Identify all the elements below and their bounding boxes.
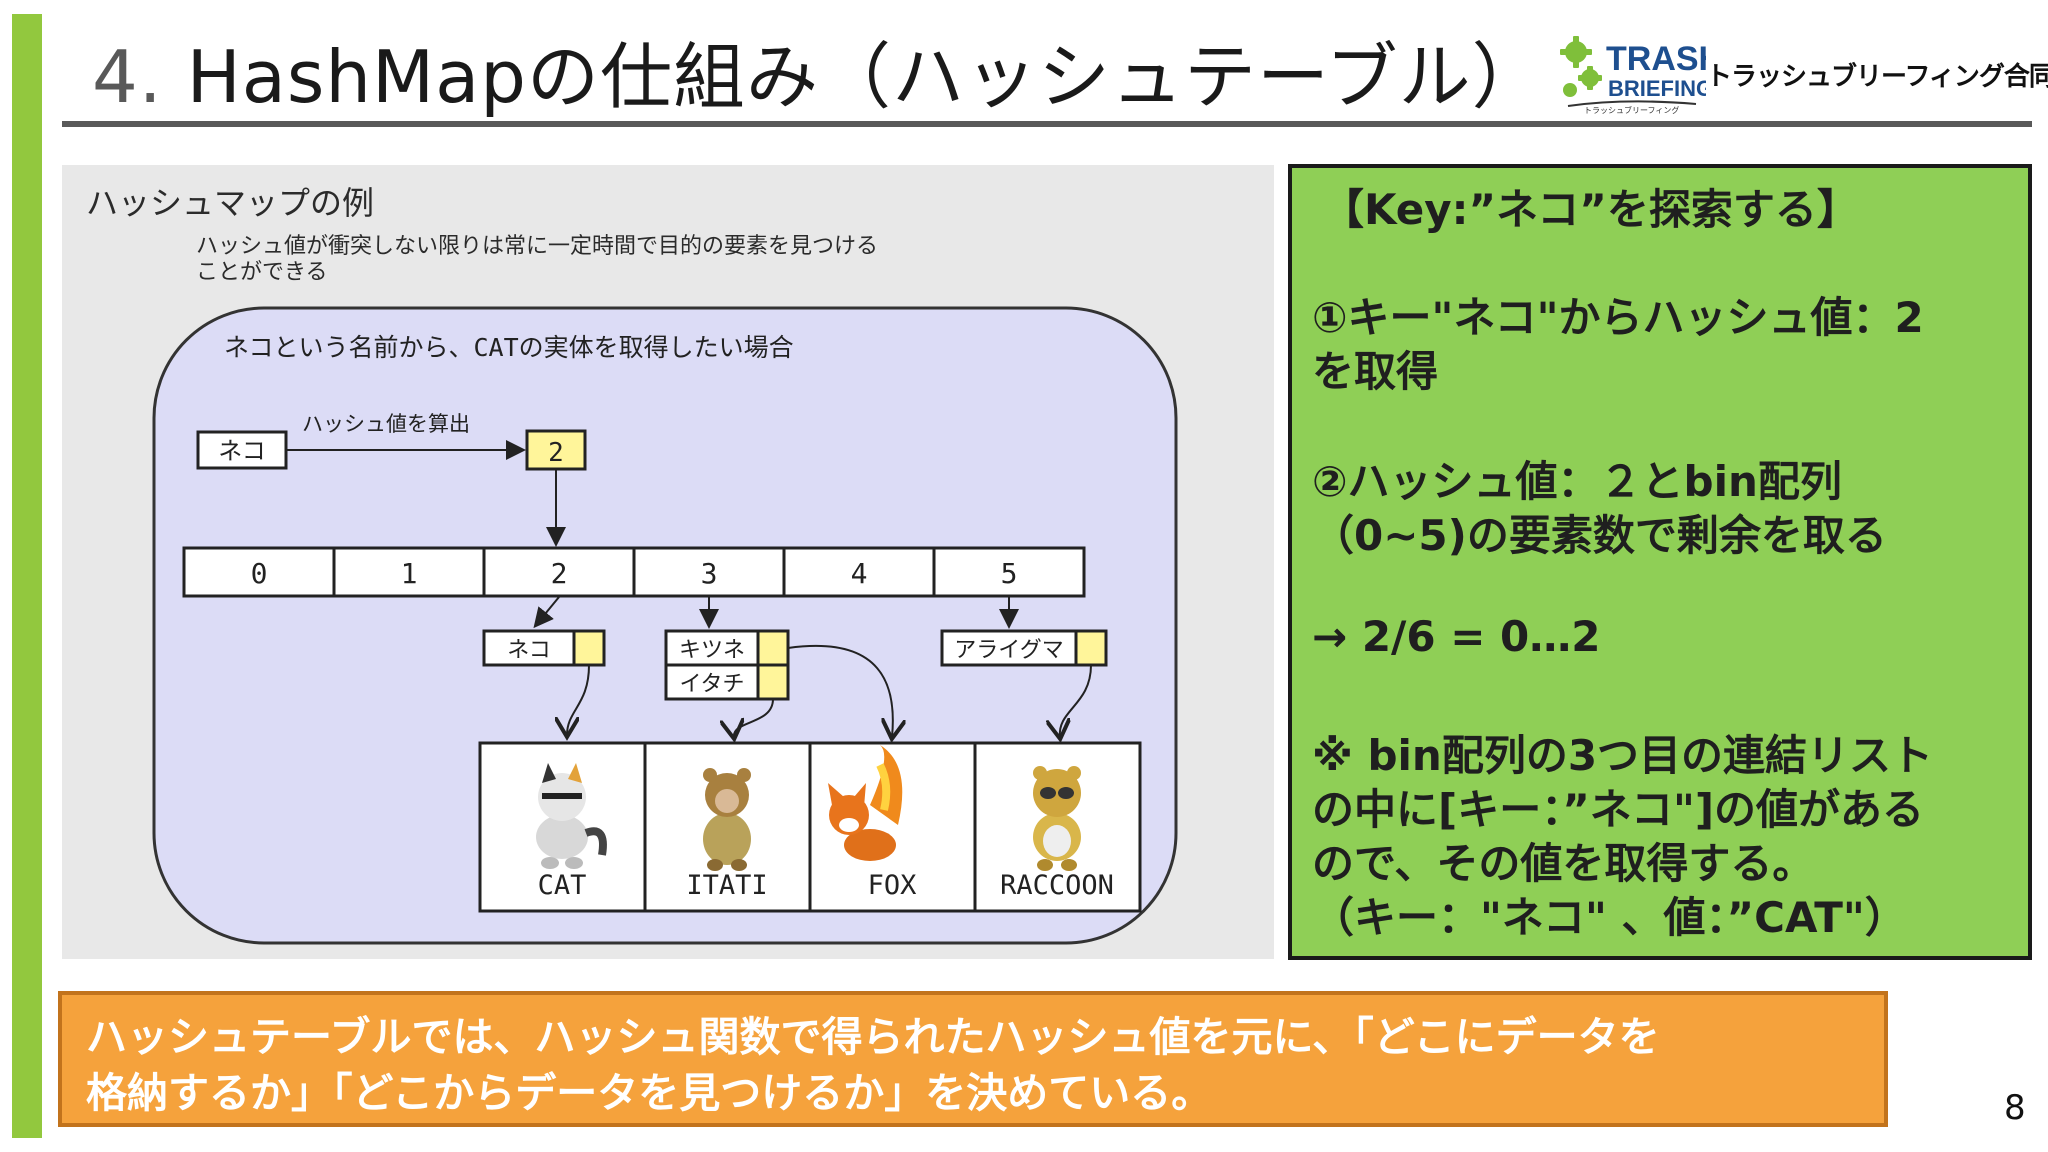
bin-array [182, 546, 1086, 598]
input-key-label: ネコ [218, 437, 266, 465]
bin-cell [932, 546, 1086, 598]
figure-subtitle-line1: ハッシュ値が衝突しない限りは常に一定時間で目的の要素を見つける [196, 234, 879, 259]
raccoon-icon [1033, 766, 1081, 871]
bin-index-label: 2 [551, 557, 568, 590]
entry-key-label: イタチ [679, 672, 744, 697]
bin-index-label: 4 [851, 557, 868, 590]
bin-cell [482, 546, 636, 598]
input-key-box [196, 430, 288, 470]
explanation-note-line4: （キー："ネコ" 、値：”CAT"） [1312, 893, 1907, 942]
logo-word-briefing: BRIEFING [1608, 76, 1706, 101]
fox-icon [828, 745, 903, 861]
logo-tagline: トラッシュブリーフィング [1584, 105, 1679, 114]
diagram-caption: ネコという名前から、CATの実体を取得したい場合 [224, 333, 794, 362]
company-name: トラッシュブリーフィング合同会社 [1706, 62, 2048, 92]
slide-title-text: HashMapの仕組み（ハッシュテーブル） [186, 35, 1545, 119]
explanation-step2-line2: （0~5)の要素数で剰余を取る [1312, 511, 1887, 560]
cat-icon [536, 763, 607, 869]
slide-title-number: 4. [92, 35, 163, 119]
object-label: FOX [868, 870, 917, 901]
entry-key-label: アライグマ [954, 638, 1064, 663]
explanation-note-line1: ※ bin配列の3つ目の連結リスト [1312, 731, 1934, 780]
company-logo: TRASH BRIEFING トラッシュブリーフィング トラッシュブリーフィング… [1556, 30, 2048, 114]
slide-title: 4. HashMapの仕組み（ハッシュテーブル） [92, 18, 1545, 123]
hash-value-label: 2 [548, 438, 564, 468]
accent-bar [12, 14, 42, 1138]
explanation-note-line3: ので、その値を取得する。 [1312, 839, 1815, 888]
figure-subtitle-line2: ことができる [196, 260, 328, 285]
hash-arrow-label: ハッシュ値を算出 [302, 412, 470, 436]
object-label: RACCOON [1000, 870, 1114, 901]
logo-word-trash: TRASH [1606, 40, 1706, 78]
explanation-calc: → 2/6 = 0…2 [1312, 612, 1601, 661]
bin-cell [182, 546, 336, 598]
title-divider [62, 121, 2032, 127]
object-label: CAT [538, 870, 587, 901]
page-number: 8 [2004, 1088, 2026, 1128]
summary-line1: ハッシュテーブルでは、ハッシュ関数で得られたハッシュ値を元に、「どこにデータを [86, 1013, 1660, 1061]
bin-index-label: 0 [251, 557, 268, 590]
figure-title: ハッシュマップの例 [86, 184, 375, 222]
explanation-step2-line1: ②ハッシュ値：２とbin配列 [1312, 457, 1842, 506]
entry-key-label: キツネ [679, 638, 745, 663]
hash-value-box [525, 429, 587, 471]
explanation-heading: 【Key:”ネコ”を探索する】 [1322, 185, 1859, 234]
weasel-icon [703, 768, 751, 871]
explanation-step1-line2: を取得 [1312, 347, 1439, 396]
entry-node [940, 629, 1078, 667]
explanation-note-line2: の中に[キー：”ネコ"]の値がある [1312, 785, 1925, 834]
bin-cell [332, 546, 486, 598]
object-label: ITATI [686, 870, 767, 901]
trash-briefing-logo-icon: TRASH BRIEFING トラッシュブリーフィング [1560, 36, 1706, 114]
summary-box: ハッシュテーブルでは、ハッシュ関数で得られたハッシュ値を元に、「どこにデータを … [58, 991, 1888, 1127]
hashmap-diagram: ネコという名前から、CATの実体を取得したい場合 ネコ ハッシュ値を算出 2 0… [152, 306, 1178, 945]
explanation-step1-line1: ①キー"ネコ"からハッシュ値：2 [1312, 293, 1924, 342]
entry-key-label: ネコ [507, 638, 551, 663]
bin-index-label: 3 [701, 557, 718, 590]
search-explanation-box: 【Key:”ネコ”を探索する】 ①キー"ネコ"からハッシュ値：2 を取得 ②ハッ… [1288, 164, 2032, 960]
summary-line2: 格納するか」「どこからデータを見つけるか」を決めている。 [86, 1069, 1213, 1117]
bin-index-label: 5 [1001, 557, 1018, 590]
bin-index-label: 1 [401, 557, 418, 590]
